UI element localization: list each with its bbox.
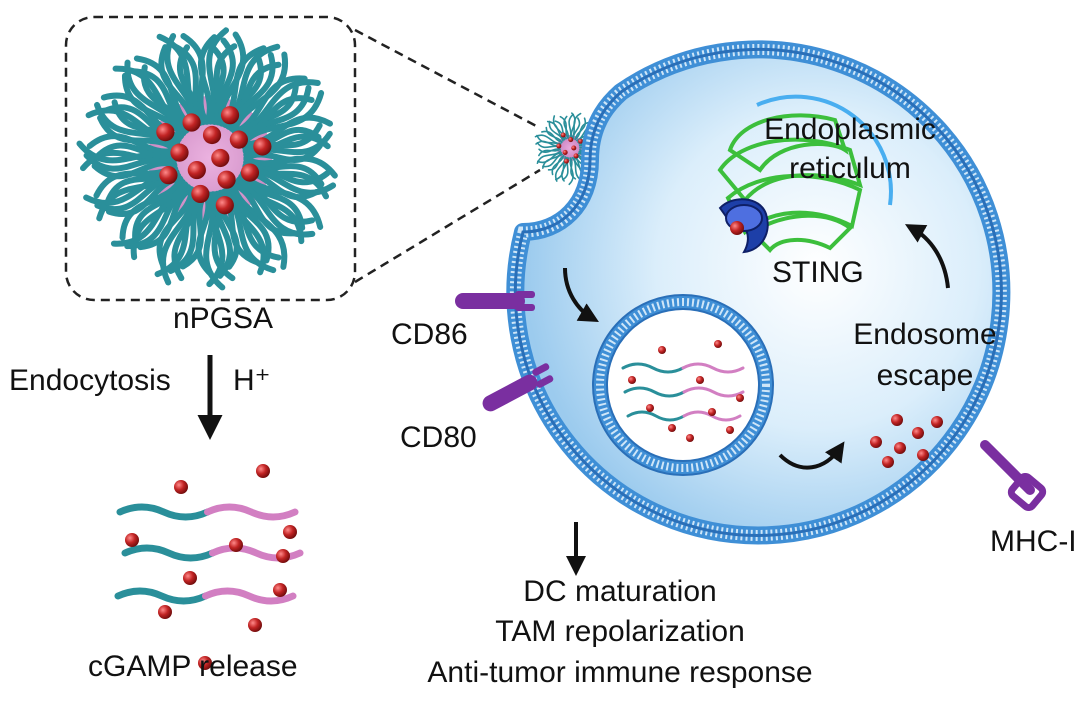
outcome-dc-maturation: DC maturation — [523, 575, 717, 608]
cd80-label: CD80 — [400, 421, 477, 454]
outcome-anti-tumor-response: Anti-tumor immune response — [427, 656, 813, 689]
sting-protein-icon — [718, 198, 769, 254]
process-arrows — [197, 224, 950, 576]
endocytosis-label: Endocytosis — [9, 364, 171, 397]
cd80-receptor-icon — [482, 363, 554, 412]
cgamp-release-label: cGAMP release — [88, 650, 298, 683]
outcome-tam-repolarization: TAM repolarization — [495, 615, 745, 648]
cd86-receptor-icon — [455, 291, 535, 311]
cd86-label: CD86 — [391, 318, 468, 351]
endosome-escape-label-line1: Endosome — [853, 318, 997, 351]
npgsa-label: nPGSA — [173, 302, 274, 335]
endosome-vesicle-icon — [592, 294, 774, 476]
proton-label: H⁺ — [233, 364, 271, 397]
cgamp-release-strands-icon — [114, 464, 304, 670]
npgsa-nanoparticle-icon — [76, 27, 338, 291]
er-label-line1: Endoplasmic — [764, 113, 936, 146]
vesicle-polymer-strands-icon — [621, 340, 745, 442]
sting-label: STING — [772, 256, 864, 289]
mhc-i-label: MHC-I — [990, 525, 1077, 558]
mhc-i-receptor-icon — [980, 440, 1047, 512]
released-cgamp-icon — [870, 414, 943, 468]
endosome-escape-label-line2: escape — [876, 359, 974, 392]
er-label-line2: reticulum — [789, 152, 911, 185]
endoplasmic-reticulum-icon — [717, 94, 893, 253]
